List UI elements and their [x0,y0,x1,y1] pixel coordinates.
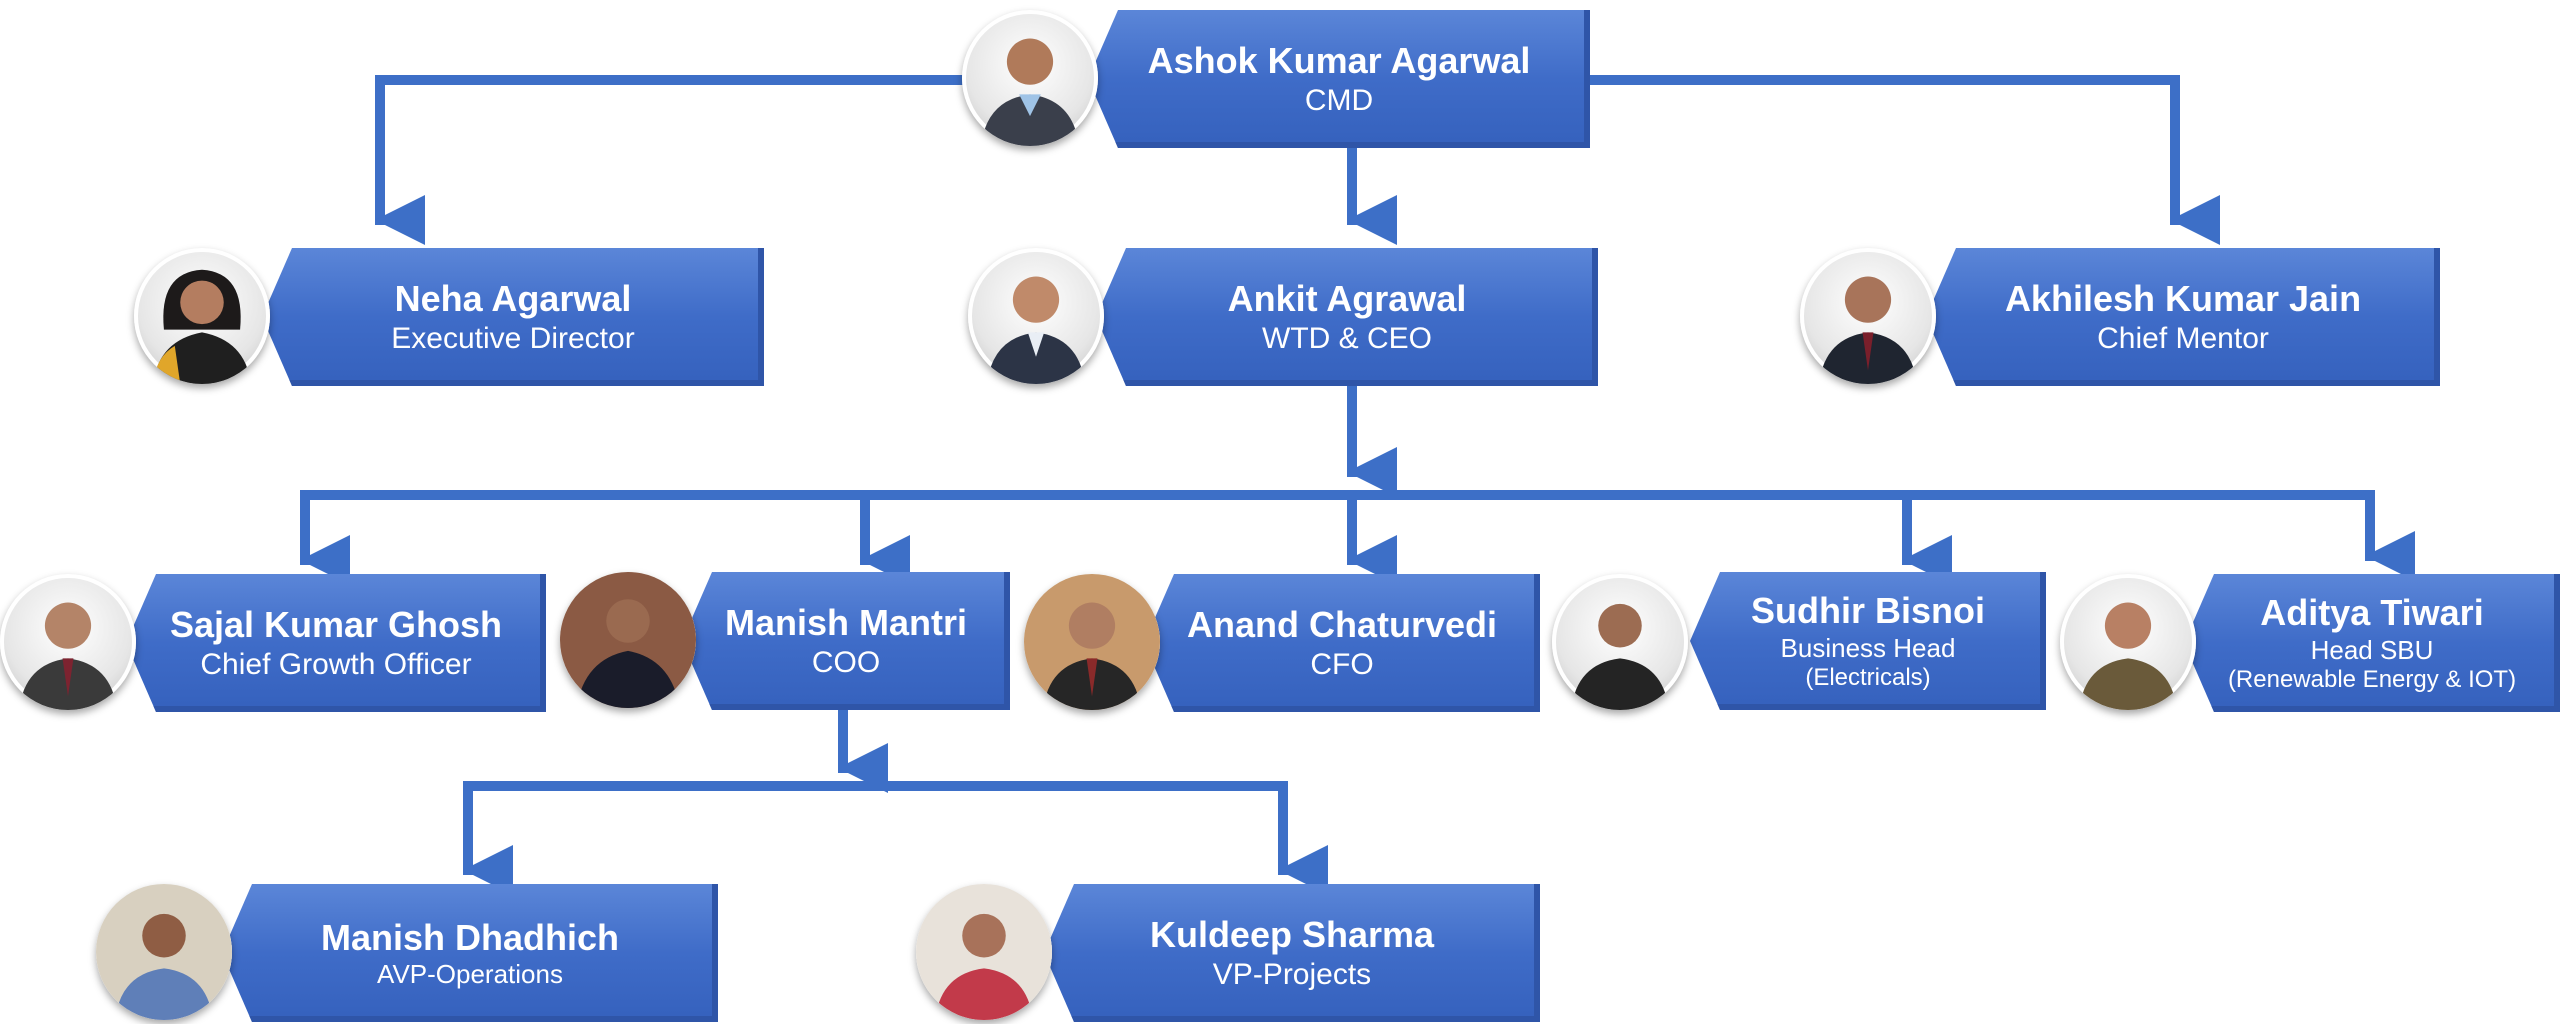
person-photo-icon [2060,574,2196,710]
org-box-manish-mantri: Manish Mantri COO [682,572,1010,710]
person-name: Neha Agarwal [394,278,632,320]
org-box-manish-dhadhich: Manish Dhadhich AVP-Operations [222,884,718,1022]
person-name: Akhilesh Kumar Jain [2004,278,2362,320]
person-photo-icon [1024,574,1160,710]
person-photo-icon [134,248,270,384]
org-box-akhilesh: Akhilesh Kumar Jain Chief Mentor [1926,248,2440,386]
person-name: Sajal Kumar Ghosh [169,604,503,646]
person-role: Chief Mentor [2097,321,2269,355]
person-photo-icon [968,248,1104,384]
person-photo-icon [916,884,1052,1020]
org-box-ankit: Ankit Agrawal WTD & CEO [1096,248,1598,386]
person-name: Aditya Tiwari [2260,592,2484,634]
person-photo-icon [1800,248,1936,384]
org-box-neha: Neha Agarwal Executive Director [262,248,764,386]
person-photo-icon [96,884,232,1020]
org-box-sudhir: Sudhir Bisnoi Business Head (Electricals… [1690,572,2046,710]
person-photo-icon [0,574,136,710]
person-role: Executive Director [391,321,635,355]
org-box-aditya: Aditya Tiwari Head SBU (Renewable Energy… [2184,574,2560,712]
org-box-ashok: Ashok Kumar Agarwal CMD [1088,10,1590,148]
person-name: Manish Mantri [724,602,967,644]
person-photo-icon [962,10,1098,146]
person-photo-icon [1552,574,1688,710]
person-role: WTD & CEO [1262,321,1432,355]
person-role: VP-Projects [1212,957,1372,991]
person-role: AVP-Operations [377,959,563,989]
person-role: Chief Growth Officer [200,647,472,681]
person-name: Ankit Agrawal [1227,278,1467,320]
person-name: Kuldeep Sharma [1149,914,1435,956]
person-name: Manish Dhadhich [320,916,620,958]
person-role: Business Head [1780,632,1956,663]
person-photo-icon [560,572,696,708]
org-box-anand: Anand Chaturvedi CFO [1144,574,1540,712]
connector-cmd-neha [375,75,965,245]
person-role: CMD [1304,83,1374,117]
connector-cmd-akhilesh [1585,75,2220,245]
person-name: Sudhir Bisnoi [1751,590,1985,632]
org-box-sajal: Sajal Kumar Ghosh Chief Growth Officer [126,574,546,712]
person-role: COO [811,645,881,679]
person-name: Anand Chaturvedi [1186,604,1498,646]
person-role: Head SBU [2310,634,2434,665]
person-name: Ashok Kumar Agarwal [1147,40,1531,82]
org-box-kuldeep: Kuldeep Sharma VP-Projects [1044,884,1540,1022]
person-role: CFO [1310,647,1374,681]
person-role-detail: (Renewable Energy & IOT) [2227,665,2517,693]
person-role-detail: (Electricals) [1805,663,1931,691]
